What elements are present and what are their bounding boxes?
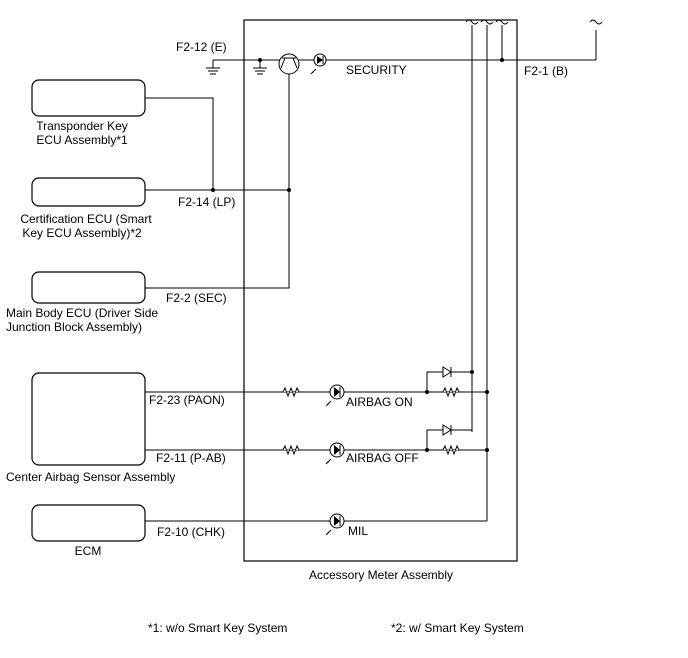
connector-pab-label: F2-11 (P-AB)	[156, 451, 226, 465]
footnote-2: *2: w/ Smart Key System	[391, 621, 524, 635]
mil-circuit: F2-10 (CHK) MIL	[145, 513, 487, 539]
diode-icon	[442, 424, 452, 436]
led-icon	[325, 513, 345, 536]
wave-break-icon	[495, 19, 509, 25]
meter-assembly-box	[243, 19, 518, 562]
meter-assembly-label: Accessory Meter Assembly	[309, 568, 453, 582]
connector-e-label: F2-12 (E)	[176, 40, 227, 54]
main-body-ecu: Main Body ECU (Driver Side Junction Bloc…	[6, 271, 227, 334]
main-body-label-line2: Junction Block Assembly)	[6, 320, 142, 334]
wave-break-icon	[480, 19, 494, 25]
indicator-security-label: SECURITY	[346, 63, 407, 77]
transponder-label-line2: ECU Assembly*1	[36, 133, 128, 147]
certification-ecu: Certification ECU (Smart Key ECU Assembl…	[20, 177, 291, 240]
connector-paon-label: F2-23 (PAON)	[149, 393, 225, 407]
led-icon	[325, 384, 345, 407]
wave-break-icon	[465, 19, 479, 25]
ecm-label: ECM	[75, 544, 102, 558]
indicator-mil-label: MIL	[348, 524, 368, 538]
ground-icon	[206, 60, 220, 75]
ecm: ECM	[31, 504, 146, 558]
wave-break-icon	[589, 19, 603, 25]
transponder-label-line1: Transponder Key	[36, 119, 128, 133]
transponder-key-ecu: Transponder Key ECU Assembly*1	[31, 79, 215, 192]
power-buses	[465, 19, 603, 521]
connector-chk-label: F2-10 (CHK)	[157, 525, 225, 539]
center-airbag-sensor-assembly: Center Airbag Sensor Assembly	[6, 372, 175, 484]
footnote-1: *1: w/o Smart Key System	[148, 621, 287, 635]
connector-lp-label: F2-14 (LP)	[178, 195, 235, 209]
main-body-label-line1: Main Body ECU (Driver Side	[6, 306, 158, 320]
resistor-icon	[442, 386, 460, 398]
indicator-airbag-off-label: AIRBAG OFF	[346, 451, 419, 465]
airbag-off-circuit: F2-11 (P-AB) AIRBAG OFF	[145, 424, 489, 465]
certification-label-line2: Key ECU Assembly)*2	[22, 226, 142, 240]
resistor-icon	[282, 386, 300, 398]
certification-label-line1: Certification ECU (Smart	[20, 212, 152, 226]
resistor-icon	[282, 444, 300, 456]
indicator-airbag-on-label: AIRBAG ON	[346, 395, 413, 409]
connector-sec-label: F2-2 (SEC)	[166, 291, 227, 305]
resistor-icon	[442, 444, 460, 456]
transistor-icon	[278, 53, 300, 80]
led-icon	[325, 442, 345, 465]
diode-icon	[442, 366, 452, 378]
security-circuit: SECURITY F2-1 (B) F2-12 (E)	[176, 30, 597, 80]
connector-b-label: F2-1 (B)	[524, 64, 568, 78]
airbag-sensor-label: Center Airbag Sensor Assembly	[6, 470, 175, 484]
led-icon	[310, 53, 327, 75]
airbag-on-circuit: F2-23 (PAON) AIRBAG ON	[145, 366, 489, 409]
ground-icon	[253, 60, 267, 75]
